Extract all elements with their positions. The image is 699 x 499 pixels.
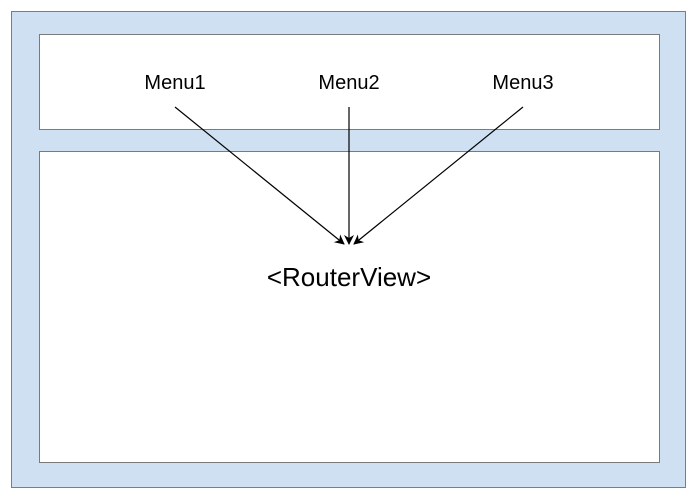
- menu-item-2[interactable]: Menu2: [318, 72, 380, 94]
- arrow-menu1-to-routerview: [174, 106, 345, 245]
- arrow-menu3-to-routerview: [353, 106, 524, 245]
- router-view-label: <RouterView>: [266, 262, 432, 292]
- menu-item-1[interactable]: Menu1: [144, 72, 206, 94]
- menu-item-3[interactable]: Menu3: [492, 72, 554, 94]
